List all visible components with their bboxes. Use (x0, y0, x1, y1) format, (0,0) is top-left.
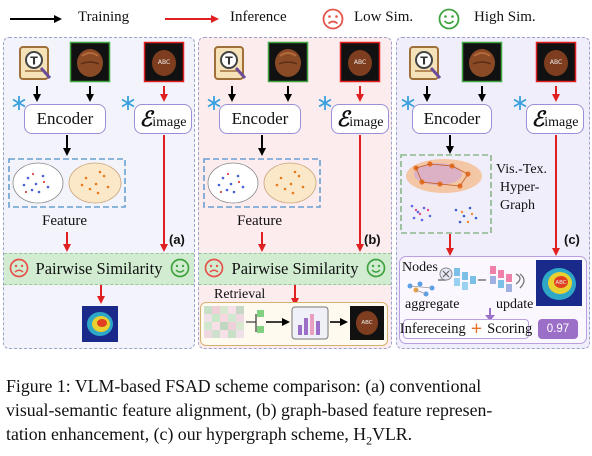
legend-inference: Inference (230, 9, 287, 25)
inference-arrow-icon (165, 15, 219, 23)
text-prompt-icon: T (19, 46, 52, 80)
pairwise-similarity-bar: Pairwise Similarity (199, 253, 391, 285)
similarity-label: Pairwise Similarity (231, 259, 359, 278)
feature-label: Feature (42, 213, 87, 229)
anomaly-hazelnut-image: ABC (339, 41, 381, 83)
caption-line-3: tation enhancement, (c) our hypergraph s… (6, 422, 586, 453)
encoder-label: Encoder (423, 109, 481, 128)
epsilon-symbol: ℰ (336, 106, 350, 131)
anomaly-hazelnut-image: ABC (535, 41, 577, 83)
caption-line-3-post: VLR. (372, 424, 413, 444)
infereceing-label: Infereceing (399, 320, 466, 337)
hypergraph-label-line3: Graph (500, 198, 535, 213)
text-prompt-icon: T (214, 46, 247, 80)
nodes-label: Nodes (402, 260, 438, 275)
snowflake-icon (401, 96, 415, 110)
happy-face-icon (170, 258, 190, 278)
svg-text:T: T (420, 55, 428, 68)
node-aggregation-diagram (407, 266, 525, 297)
legend-training: Training (78, 9, 130, 25)
panel-tag-c: (c) (564, 232, 580, 247)
panel-tag-a: (a) (169, 232, 185, 247)
caption-line-2: visual-semantic feature alignment, (b) g… (6, 400, 493, 420)
normal-hazelnut-image (69, 41, 111, 83)
arrows-c (423, 86, 560, 256)
scoring-label: Scoring (487, 320, 533, 337)
feature-label: Feature (237, 213, 282, 229)
normal-hazelnut-image (267, 41, 309, 83)
inference-scoring-box: Infereceing + Scoring (399, 318, 533, 340)
arrows-a (33, 86, 168, 304)
snowflake-icon (513, 96, 527, 110)
retrieval-label: Retrieval (214, 287, 266, 302)
svg-text:ABC: ABC (555, 280, 566, 286)
epsilon-symbol: ℰ (531, 106, 545, 131)
anomaly-heatmap-image (82, 306, 118, 342)
similarity-label: Pairwise Similarity (35, 259, 163, 278)
snowflake-icon (12, 96, 26, 110)
image-encoder-label: image (544, 115, 579, 130)
encoder-box: Encoder (219, 104, 301, 134)
legend: Training Inference Low Sim. High Sim. (0, 2, 592, 32)
anomaly-heatmap-image: ABC (536, 260, 582, 306)
snowflake-icon (207, 96, 221, 110)
hypergraph-label-line1: Vis.-Tex. (496, 162, 548, 177)
feature-clusters-image (8, 158, 126, 208)
aggregate-label: aggregate (405, 297, 460, 312)
svg-text:ABC: ABC (361, 320, 372, 326)
hypergraph-image (400, 154, 492, 234)
image-encoder-label: image (152, 115, 187, 130)
encoder-label: Encoder (36, 109, 94, 128)
update-label: update (496, 297, 534, 312)
svg-text:ABC: ABC (158, 59, 170, 66)
snowflake-icon (318, 96, 332, 110)
snowflake-icon (121, 96, 135, 110)
sad-face-icon (9, 258, 29, 278)
text-prompt-icon: T (409, 46, 442, 80)
plus-icon: + (470, 318, 483, 340)
normal-hazelnut-image (461, 41, 503, 83)
encoder-box: Encoder (412, 104, 492, 134)
encoder-label: Encoder (231, 109, 289, 128)
sad-face-icon (204, 258, 224, 278)
svg-text:ABC: ABC (550, 59, 562, 66)
svg-text:ABC: ABC (354, 59, 366, 66)
image-encoder-label: image (349, 115, 384, 130)
training-arrow-icon (10, 15, 62, 23)
pairwise-similarity-bar: Pairwise Similarity (4, 253, 194, 285)
svg-text:T: T (225, 55, 233, 68)
anomaly-hazelnut-image: ABC (143, 41, 185, 83)
encoder-box: Encoder (24, 104, 106, 134)
legend-high-sim: High Sim. (474, 9, 536, 25)
score-badge: 0.97 (538, 319, 578, 339)
figure-caption: Figure 1: VLM-based FSAD scheme comparis… (6, 374, 586, 453)
legend-low-sim: Low Sim. (354, 9, 414, 25)
panel-tag-b: (b) (364, 232, 381, 247)
arrows-b (228, 86, 364, 306)
feature-clusters-image (203, 158, 321, 208)
caption-line-1: Figure 1: VLM-based FSAD scheme comparis… (6, 376, 482, 396)
down-arrow-icon (485, 308, 495, 321)
sad-face-icon (322, 8, 344, 30)
retrieval-pipeline-image: ABC (204, 306, 384, 340)
hypergraph-label-line2: Hyper- (500, 180, 540, 195)
svg-text:T: T (30, 55, 38, 68)
happy-face-icon (438, 8, 460, 30)
happy-face-icon (366, 258, 386, 278)
caption-line-3-pre: tation enhancement, (c) our hypergraph s… (6, 424, 367, 444)
score-value: 0.97 (546, 323, 570, 335)
epsilon-symbol: ℰ (139, 106, 153, 131)
caption-subscript: 2 (366, 433, 373, 448)
